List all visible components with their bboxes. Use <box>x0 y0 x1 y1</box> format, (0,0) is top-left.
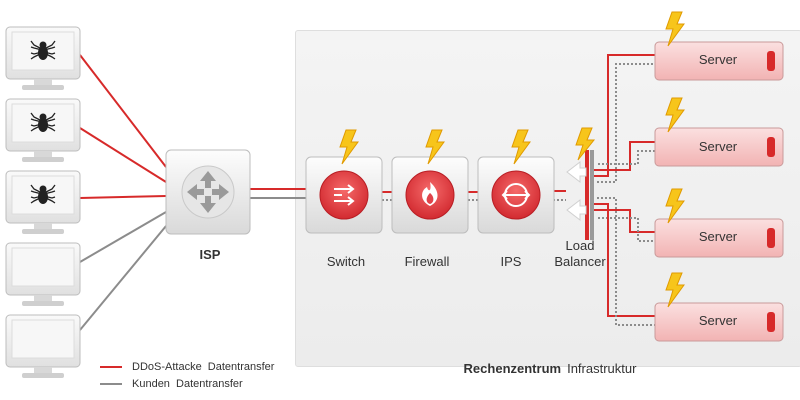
client-customer-1 <box>5 242 81 306</box>
device-firewall <box>391 129 469 234</box>
device-ips <box>477 129 555 234</box>
datacenter-title-rest: Infrastruktur <box>567 361 637 376</box>
load-balancer-label: Load Balancer <box>548 238 612 270</box>
legend-ddos: DDoS-Attacke Datentransfer <box>100 361 274 373</box>
lightning-icon <box>425 129 445 165</box>
client-customer-2 <box>5 314 81 378</box>
link-lb-server-3-dots <box>598 217 655 242</box>
isp-label: ISP <box>199 247 221 262</box>
connections <box>79 54 655 331</box>
legend-swatch-red <box>100 366 122 368</box>
server-led-icon <box>767 51 775 71</box>
flame-icon <box>422 182 438 206</box>
load-balancer <box>566 127 596 240</box>
router-arrows-icon <box>187 171 229 213</box>
client-attacker-1 <box>5 26 81 90</box>
client-attacker-2 <box>5 98 81 162</box>
server-label-4: Server <box>698 313 738 328</box>
link-lb-server-4-dots <box>597 197 655 326</box>
lightning-icon <box>665 11 685 47</box>
shield-arrow-icon <box>501 183 531 207</box>
device-switch <box>305 129 383 234</box>
security-devices <box>305 129 555 234</box>
link-lb-server-2-dots <box>598 150 655 165</box>
server-label-2: Server <box>698 139 738 154</box>
split-arrow-icon <box>566 160 587 222</box>
link-lb-server-2-red <box>594 141 655 171</box>
lightning-icon <box>665 188 685 224</box>
isp-router <box>165 149 251 235</box>
link-customer-2-isp <box>79 225 167 331</box>
lightning-icon <box>575 127 596 161</box>
datacenter-title-bold: Rechenzentrum <box>463 361 562 376</box>
link-attacker-2-isp <box>79 127 167 183</box>
client-attacker-3 <box>5 170 81 234</box>
device-label-ips: IPS <box>500 254 522 269</box>
legend-customer-text: Kunden Datentransfer <box>132 378 243 390</box>
server-led-icon <box>767 228 775 248</box>
switch-arrows-icon <box>334 184 355 206</box>
server-2 <box>654 97 784 167</box>
servers <box>654 11 784 342</box>
datacenter-title: Rechenzentrum Infrastruktur <box>300 361 800 376</box>
legend-ddos-text: DDoS-Attacke Datentransfer <box>132 361 275 373</box>
load-balancer-label-line-2: Balancer <box>554 254 606 269</box>
server-led-icon <box>767 312 775 332</box>
lightning-icon <box>511 129 531 165</box>
lightning-icon <box>339 129 359 165</box>
load-balancer-label-line-1: Load <box>565 238 595 253</box>
link-lb-server-4-red <box>594 203 655 317</box>
server-3 <box>654 188 784 258</box>
server-4 <box>654 272 784 342</box>
lightning-icon <box>665 272 685 308</box>
link-attacker-1-isp <box>79 54 167 168</box>
server-label-1: Server <box>698 52 738 67</box>
link-attacker-3-isp <box>79 195 167 199</box>
link-lb-server-3-red <box>594 209 655 233</box>
lightning-icon <box>665 97 685 133</box>
link-customer-1-isp <box>79 211 167 263</box>
server-led-icon <box>767 137 775 157</box>
client-monitors <box>5 26 81 378</box>
device-label-firewall: Firewall <box>404 254 450 269</box>
server-1 <box>654 11 784 81</box>
device-label-switch: Switch <box>326 254 366 269</box>
spider-icon <box>30 112 56 132</box>
link-lb-server-1-red <box>594 54 655 177</box>
server-label-3: Server <box>698 229 738 244</box>
legend-customer: Kunden Datentransfer <box>100 378 243 390</box>
link-lb-server-1-dots <box>597 63 655 183</box>
legend-swatch-gray <box>100 383 122 385</box>
spider-icon <box>30 184 56 204</box>
spider-icon <box>30 40 56 60</box>
